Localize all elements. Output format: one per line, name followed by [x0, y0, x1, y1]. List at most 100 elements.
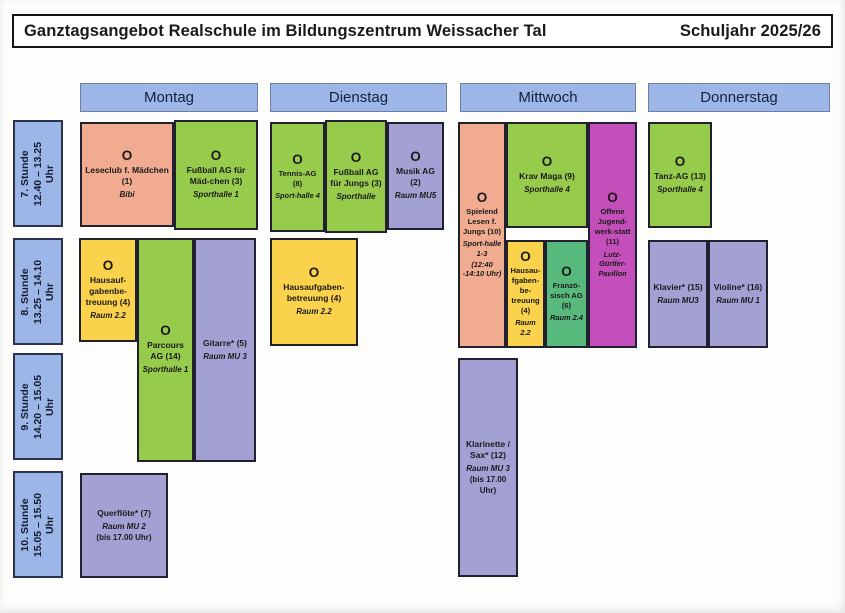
- event-room: Sport-halle 1-3: [462, 239, 502, 259]
- period-label: 10. Stunde: [19, 497, 32, 552]
- open-offer-marker: O: [121, 147, 133, 163]
- event-room: Raum MU 3: [203, 351, 247, 361]
- day-label: Dienstag: [328, 89, 389, 106]
- event-title: Spielend Lesen f. Jungs (10): [463, 206, 501, 236]
- event-title: Klavier* (15): [653, 281, 703, 292]
- open-offer-marker: O: [160, 323, 171, 339]
- event-violine: Violine* (16) Raum MU 1: [708, 240, 768, 348]
- period-suffix: Uhr: [44, 397, 57, 416]
- day-header-mittwoch: Mittwoch: [460, 83, 636, 112]
- event-tanz-ag: O Tanz-AG (13) Sporthalle 4: [648, 122, 712, 228]
- open-offer-marker: O: [102, 257, 114, 273]
- event-title: Franzö-sisch AG (6): [550, 280, 583, 310]
- event-gitarre: Gitarre* (5) Raum MU 3: [194, 238, 256, 462]
- event-room: Raum 2.2: [296, 307, 332, 317]
- event-note: (bis 17.00 Uhr): [96, 533, 152, 543]
- time-row-9-stunde: 9. Stunde 14.20 – 15.05 Uhr: [13, 353, 63, 460]
- day-header-donnerstag: Donnerstag: [648, 83, 830, 112]
- event-title: Fußball AG für Jungs (3): [330, 166, 382, 188]
- page-title: Ganztagsangebot Realschule im Bildungsze…: [24, 21, 547, 40]
- event-klarinette-sax: Klarinette / Sax* (12) Raum MU 3 (bis 17…: [458, 358, 518, 577]
- event-fussball-jungs: O Fußball AG für Jungs (3) Sporthalle: [325, 120, 387, 233]
- event-room: Sporthalle 1: [142, 365, 189, 375]
- event-room: Raum 2.2: [90, 310, 126, 320]
- period-suffix: Uhr: [44, 515, 57, 534]
- open-offer-marker: O: [292, 151, 303, 167]
- day-label: Donnerstag: [700, 89, 778, 106]
- event-room: Sporthalle 4: [524, 184, 570, 194]
- event-title: Querflöte* (7): [97, 507, 151, 518]
- open-offer-marker: O: [607, 190, 618, 206]
- event-title: Hausau-fgaben-be-treuung (4): [510, 266, 541, 315]
- event-hausaufgabenbetreuung-mittwoch: O Hausau-fgaben-be-treuung (4) Raum 2.2: [506, 240, 545, 348]
- period-range: 12.40 – 13.25: [31, 141, 44, 206]
- time-row-7-stunde: 7. Stunde 12.40 – 13.25 Uhr: [13, 120, 63, 227]
- event-room: Raum MU 1: [716, 295, 760, 305]
- period-range: 14.20 – 15.05: [31, 374, 44, 439]
- event-klavier: Klavier* (15) Raum MU3: [648, 240, 708, 348]
- event-title: Leseclub f. Mädchen (1): [85, 164, 169, 186]
- event-krav-maga: O Krav Maga (9) Sporthalle 4: [506, 122, 588, 228]
- event-musik-ag: O Musik AG (2) Raum MU5: [387, 122, 444, 230]
- event-title: Krav Maga (9): [519, 170, 575, 181]
- event-title: Klarinette / Sax* (12): [466, 438, 510, 460]
- event-room: Bibi: [119, 189, 135, 199]
- open-offer-marker: O: [674, 153, 686, 169]
- period-suffix: Uhr: [44, 164, 57, 183]
- event-room: Raum 2.4: [550, 313, 583, 323]
- event-hausaufgabenbetreuung-dienstag: O Hausaufgaben-betreuung (4) Raum 2.2: [270, 238, 358, 346]
- event-title: Tanz-AG (13): [654, 170, 706, 181]
- event-note: (bis 17.00 Uhr): [469, 475, 507, 495]
- open-offer-marker: O: [308, 265, 320, 281]
- event-room: Sporthalle: [336, 191, 376, 201]
- time-row-8-stunde: 8. Stunde 13.25 – 14.10 Uhr: [13, 238, 63, 345]
- open-offer-marker: O: [520, 249, 531, 265]
- event-title: Gitarre* (5): [203, 337, 247, 348]
- time-row-10-stunde: 10. Stunde 15.05 – 15.50 Uhr: [13, 471, 63, 578]
- day-header-dienstag: Dienstag: [270, 83, 447, 112]
- event-note: (12:40 -14:10 Uhr): [462, 259, 502, 279]
- event-spielend-lesen-jungs: O Spielend Lesen f. Jungs (10) Sport-hal…: [458, 122, 506, 348]
- period-label: 7. Stunde: [19, 149, 32, 198]
- period-label: 9. Stunde: [19, 382, 32, 431]
- day-header-montag: Montag: [80, 83, 258, 112]
- event-title: Parcours AG (14): [147, 340, 184, 362]
- event-title: Musik AG (2): [396, 166, 435, 188]
- event-title: Violine* (16): [713, 281, 763, 292]
- event-title: Tennis-AG (8): [278, 168, 317, 188]
- event-title: Hausauf-gabenbe-treuung (4): [85, 274, 131, 307]
- period-suffix: Uhr: [44, 282, 57, 301]
- event-franzoesisch-ag: O Franzö-sisch AG (6) Raum 2.4: [545, 240, 588, 348]
- school-year-label: Schuljahr 2025/26: [679, 21, 821, 40]
- event-room: Sport-halle 4: [275, 191, 320, 201]
- event-offene-jugendwerkstatt: O Offene Jugend-werk-statt (11) Lutz-Gür…: [588, 122, 637, 348]
- day-label: Mittwoch: [518, 89, 578, 106]
- event-parcours-ag: O Parcours AG (14) Sporthalle 1: [137, 238, 194, 462]
- event-querfloete: Querflöte* (7) Raum MU 2 (bis 17.00 Uhr): [80, 473, 168, 578]
- open-offer-marker: O: [210, 148, 222, 164]
- event-room: Sporthalle 1: [193, 190, 239, 200]
- event-room: Raum MU 3: [466, 463, 510, 473]
- event-leseclub-maedchen: O Leseclub f. Mädchen (1) Bibi: [80, 122, 174, 227]
- event-room: Raum MU3: [657, 295, 699, 305]
- event-room: Raum MU 2: [102, 521, 146, 531]
- event-tennis-ag: O Tennis-AG (8) Sport-halle 4: [270, 122, 325, 232]
- event-hausaufgabenbetreuung-montag: O Hausauf-gabenbe-treuung (4) Raum 2.2: [79, 238, 137, 342]
- event-room: Raum 2.2: [515, 318, 536, 338]
- day-label: Montag: [143, 89, 195, 106]
- period-range: 15.05 – 15.50: [31, 492, 44, 557]
- open-offer-marker: O: [476, 190, 488, 206]
- period-range: 13.25 – 14.10: [31, 259, 44, 324]
- period-label: 8. Stunde: [19, 267, 32, 316]
- event-room: Sporthalle 4: [657, 184, 703, 194]
- event-fussball-maedchen: O Fußball AG für Mäd-chen (3) Sporthalle…: [174, 120, 258, 230]
- open-offer-marker: O: [350, 149, 362, 165]
- title-bar: Ganztagsangebot Realschule im Bildungsze…: [12, 14, 833, 48]
- open-offer-marker: O: [541, 153, 553, 169]
- event-title: Fußball AG für Mäd-chen (3): [186, 165, 246, 187]
- open-offer-marker: O: [410, 149, 421, 165]
- event-title: Offene Jugend-werk-statt (11): [594, 207, 631, 246]
- event-room: Lutz-Gürtler-Pavillon: [598, 249, 627, 278]
- open-offer-marker: O: [561, 263, 572, 279]
